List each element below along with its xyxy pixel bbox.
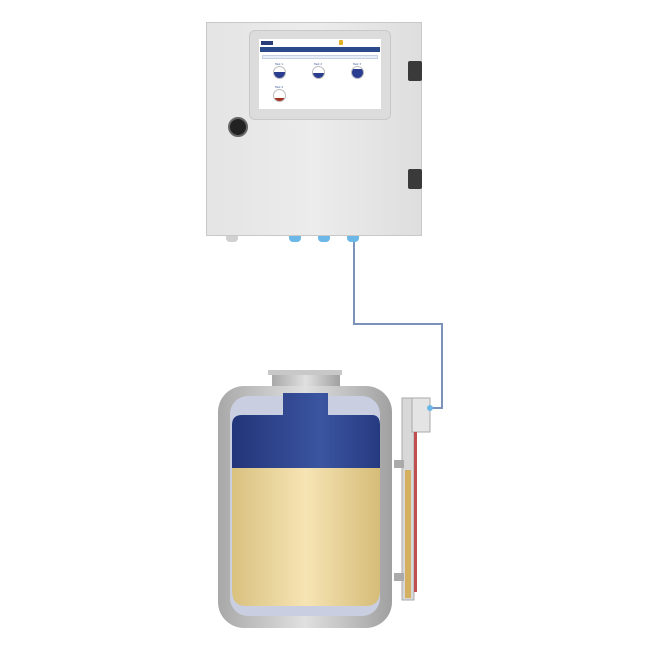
screen-nav-bar[interactable]	[260, 47, 380, 52]
tank-liquid	[232, 468, 380, 606]
cable-gland	[347, 236, 359, 242]
signal-cable	[353, 242, 443, 409]
tank-fill	[273, 98, 285, 101]
tank-fill	[312, 73, 324, 78]
tank-label: Tank 1	[274, 63, 284, 66]
tank-widget-1[interactable]: Tank 1	[272, 63, 286, 79]
tank-fill	[351, 69, 363, 78]
tank-flange	[268, 370, 342, 375]
cable-gland	[318, 236, 330, 242]
tank-label: Tank 4	[274, 86, 284, 89]
tank-gauge	[350, 66, 364, 79]
door-hinge-top	[408, 61, 422, 81]
tank-widget-2[interactable]: Tank 2	[311, 63, 325, 79]
tank-widget-3[interactable]: Tank 3	[350, 63, 364, 79]
door-lock-knob[interactable]	[228, 117, 248, 137]
tank-label: Tank 2	[313, 63, 323, 66]
tank-gauge	[272, 89, 286, 102]
level-sensor-head	[411, 397, 431, 433]
tank-widget-4[interactable]: Tank 4	[272, 86, 286, 102]
tank-gauge	[272, 66, 286, 79]
level-sensor-fill	[405, 470, 411, 598]
touch-screen[interactable]: Tank 1 Tank 2 Tank 3 Tank 4	[259, 39, 381, 109]
tank-neck	[272, 372, 340, 388]
sensor-valve-top	[394, 460, 404, 468]
screen-info-bar	[262, 55, 378, 59]
sensor-probe	[414, 432, 417, 592]
sensor-valve-bottom	[394, 573, 404, 581]
brand-logo	[261, 41, 273, 45]
tank-gauge	[311, 66, 325, 79]
tank-headspace	[232, 393, 380, 468]
tank-label: Tank 3	[352, 63, 362, 66]
sensor-connector	[427, 405, 433, 411]
lock-icon[interactable]	[339, 40, 343, 45]
tank-fill	[273, 71, 285, 78]
door-hinge-bottom	[408, 169, 422, 189]
cable-gland	[226, 236, 238, 242]
cable-gland	[289, 236, 301, 242]
